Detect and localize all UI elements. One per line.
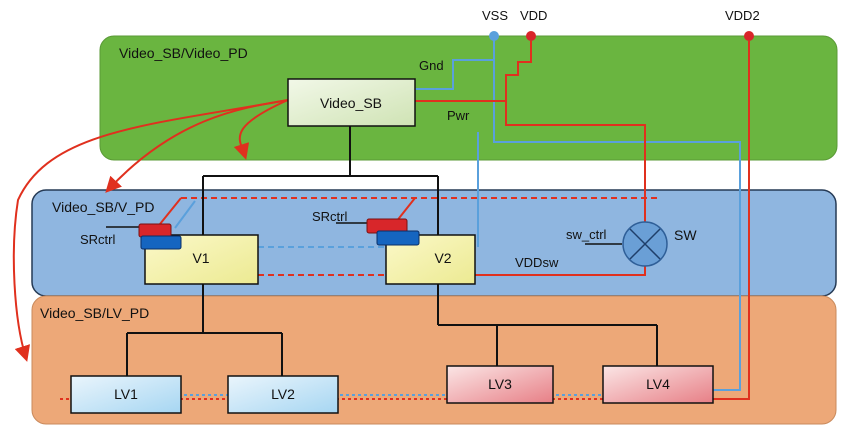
lv1-label: LV1 [114, 386, 138, 402]
vdd-label: VDD [520, 8, 547, 23]
control-arrows [12, 99, 289, 362]
video-sb-block [287, 78, 416, 127]
vdd2-label: VDD2 [725, 8, 760, 23]
lv2-block [227, 375, 339, 414]
vss-label: VSS [482, 8, 508, 23]
sw-label: SW [674, 227, 697, 243]
v2-label: V2 [434, 250, 451, 266]
vdd-pin-icon [526, 31, 536, 41]
sw-ctrl-label: sw_ctrl [566, 227, 607, 242]
video-pd-domain [99, 35, 838, 161]
video-sb-label: Video_SB [320, 95, 382, 111]
pwr-label: Pwr [447, 108, 470, 123]
v-pd-label: Video_SB/V_PD [52, 199, 154, 215]
lv3-block [446, 365, 554, 404]
lv4-block [602, 365, 714, 404]
v2-sr-blue-cell [376, 230, 420, 246]
lv-pd-label: Video_SB/LV_PD [40, 305, 149, 321]
hierarchy-tree [126, 126, 658, 376]
v1-label: V1 [192, 250, 209, 266]
srctrl-right-label: SRctrl [312, 209, 348, 224]
power-switch-icon [622, 221, 668, 267]
vddsw-label: VDDsw [515, 255, 559, 270]
srctrl-left-label: SRctrl [80, 232, 116, 247]
lv4-label: LV4 [646, 376, 670, 392]
lv3-label: LV3 [488, 376, 512, 392]
lv1-block [70, 375, 182, 414]
video-pd-label: Video_SB/Video_PD [119, 45, 248, 61]
vdd2-pin-icon [744, 31, 754, 41]
v1-sr-blue-cell [140, 235, 182, 250]
vss-pin-icon [489, 31, 499, 41]
gnd-label: Gnd [419, 58, 444, 73]
lv2-label: LV2 [271, 386, 295, 402]
v1-sr-red-cell [138, 223, 172, 238]
